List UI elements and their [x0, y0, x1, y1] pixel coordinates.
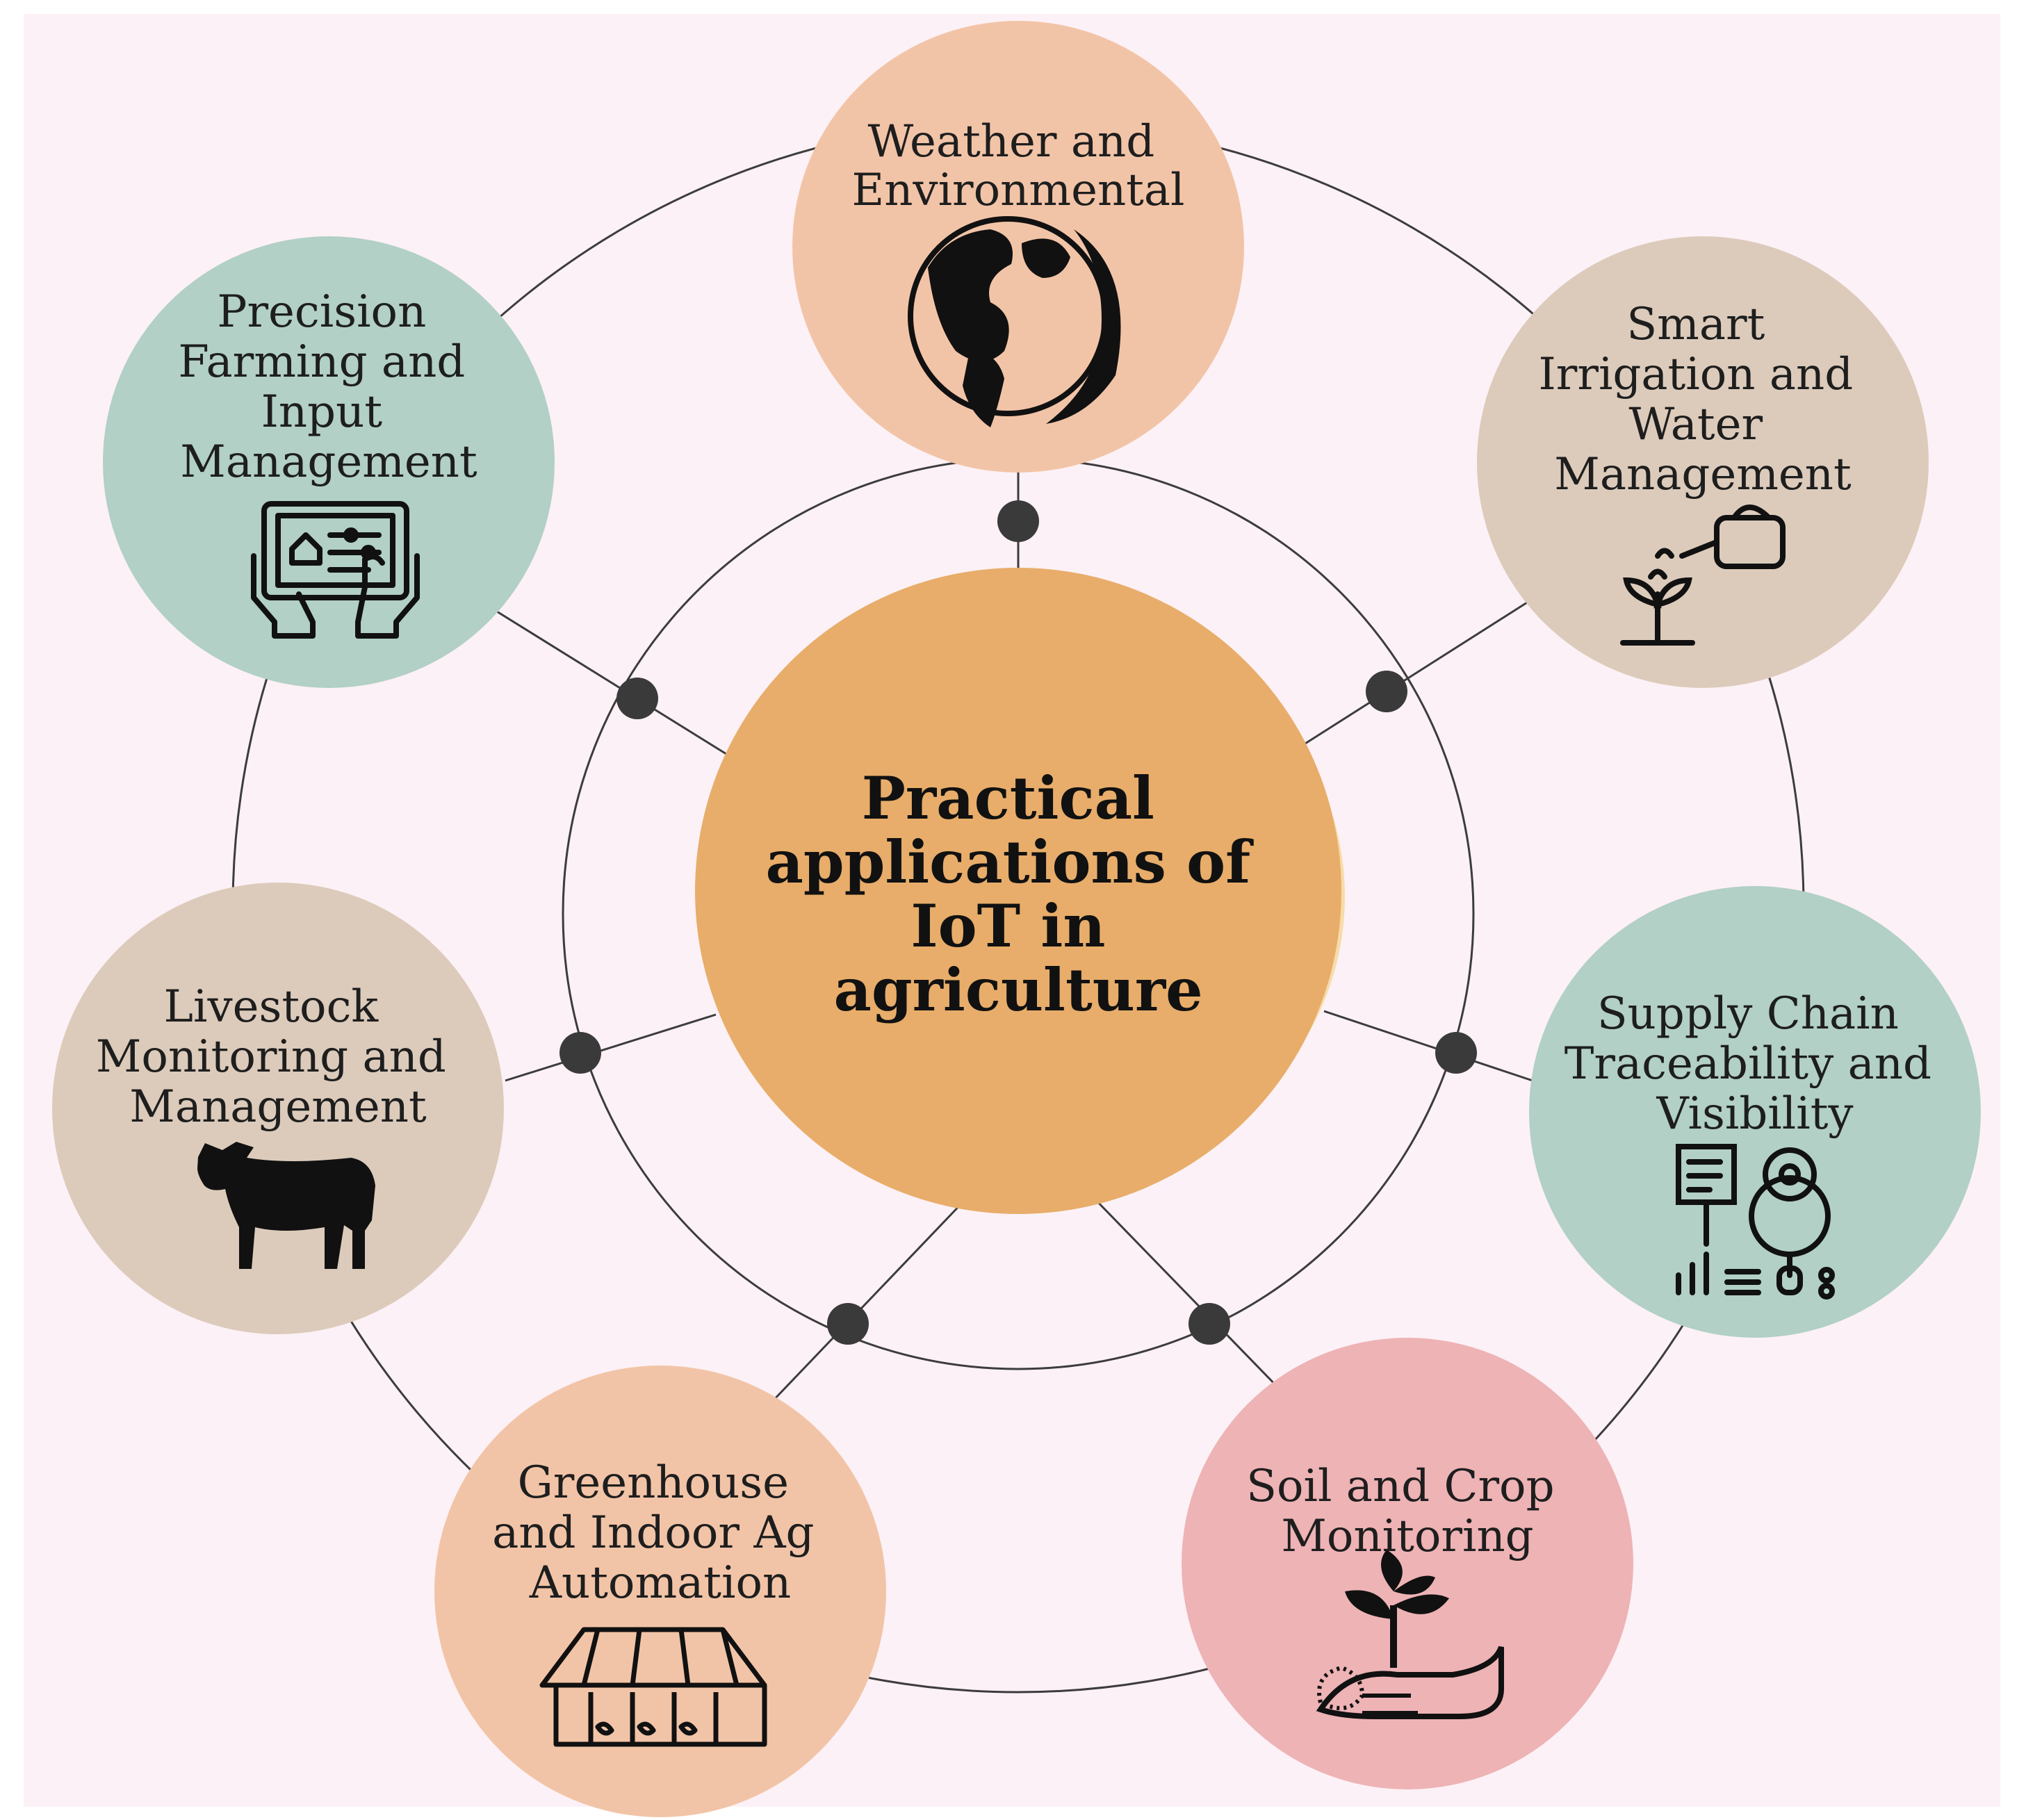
node-greenhouse: Greenhouse and Indoor Ag Automation	[434, 1366, 886, 1817]
connector-soil	[1090, 1194, 1284, 1393]
globe-leaf-icon	[908, 216, 1121, 427]
node-precision-circle	[103, 236, 555, 688]
node-supply-chain-line-1: Supply Chain	[1597, 988, 1899, 1040]
node-soil-line-1: Soil and Crop	[1246, 1461, 1554, 1512]
node-precision-label: Precision Farming and Input Management	[178, 286, 479, 488]
node-livestock-label: Livestock Monitoring and Management	[96, 981, 460, 1133]
node-supply-chain-line-3: Visibility	[1656, 1088, 1853, 1140]
connector-livestock	[505, 1013, 717, 1082]
hand-sprout-icon	[1316, 1550, 1504, 1719]
node-supply-chain-label: Supply Chain Traceability and Visibility	[1565, 988, 1946, 1140]
center-line-1: Practical	[862, 764, 1154, 833]
center-line-2: applications of	[765, 828, 1254, 896]
node-supply-chain-line-2: Traceability and	[1565, 1038, 1931, 1090]
node-greenhouse-label: Greenhouse and Indoor Ag Automation	[492, 1457, 828, 1609]
node-livestock-line-2: Monitoring and	[96, 1031, 446, 1083]
junction-dot-precision	[616, 678, 658, 719]
node-irrigation-line-4: Management	[1554, 449, 1852, 500]
node-weather-label: Weather and Environmental	[851, 116, 1184, 216]
node-soil-label: Soil and Crop Monitoring	[1246, 1461, 1569, 1562]
node-irrigation: Smart Irrigation and Water Management	[1477, 236, 1929, 688]
center-circle	[695, 568, 1341, 1214]
connector-irrigation	[1299, 598, 1533, 748]
greenhouse-icon	[539, 1627, 767, 1747]
node-greenhouse-line-1: Greenhouse	[518, 1457, 789, 1509]
dashboard-magnifier-icon	[1676, 1144, 1835, 1300]
connector-precision	[496, 610, 727, 755]
node-greenhouse-circle	[434, 1366, 886, 1817]
node-weather-circle	[792, 21, 1244, 473]
junction-dot-greenhouse	[827, 1303, 869, 1345]
connector-lines	[496, 445, 1533, 1405]
node-precision-line-4: Management	[180, 436, 477, 488]
node-supply-chain: Supply Chain Traceability and Visibility	[1529, 886, 1981, 1338]
center-title: Practical applications of IoT in agricul…	[765, 764, 1271, 1024]
node-precision-line-2: Farming and	[178, 336, 465, 388]
node-weather: Weather and Environmental	[792, 21, 1244, 473]
node-weather-line-2: Environmental	[851, 165, 1184, 216]
junction-dot-irrigation	[1366, 671, 1407, 712]
connector-greenhouse	[769, 1197, 967, 1405]
node-soil-circle	[1182, 1338, 1633, 1789]
node-irrigation-line-2: Irrigation and	[1538, 349, 1853, 400]
node-precision-line-1: Precision	[217, 286, 426, 338]
watering-can-plant-icon	[1620, 505, 1786, 646]
node-irrigation-line-1: Smart	[1626, 299, 1765, 350]
junction-dot-livestock	[559, 1032, 601, 1074]
node-weather-line-1: Weather and	[867, 116, 1154, 167]
center-line-3: IoT in	[910, 892, 1105, 960]
cow-icon	[197, 1142, 375, 1269]
node-livestock-circle	[52, 883, 504, 1334]
center-line-4: agriculture	[833, 956, 1202, 1024]
center-hub: Practical applications of IoT in agricul…	[695, 568, 1345, 1214]
junction-dot-weather	[997, 500, 1039, 542]
node-soil: Soil and Crop Monitoring	[1182, 1338, 1633, 1789]
node-supply-chain-circle	[1529, 886, 1981, 1338]
junction-dot-supply-chain	[1435, 1032, 1477, 1074]
node-precision: Precision Farming and Input Management	[103, 236, 555, 688]
node-precision-line-3: Input	[261, 386, 383, 438]
node-irrigation-circle	[1477, 236, 1929, 688]
node-livestock: Livestock Monitoring and Management	[52, 883, 504, 1334]
junction-dot-soil	[1188, 1303, 1230, 1345]
node-soil-line-2: Monitoring	[1281, 1511, 1533, 1562]
node-greenhouse-line-3: Automation	[529, 1557, 791, 1609]
node-livestock-line-1: Livestock	[163, 981, 379, 1033]
tablet-control-icon	[251, 501, 420, 639]
node-irrigation-line-3: Water	[1629, 399, 1763, 450]
junction-dots	[559, 500, 1477, 1345]
node-irrigation-label: Smart Irrigation and Water Management	[1538, 299, 1867, 500]
node-livestock-line-3: Management	[129, 1081, 427, 1133]
node-greenhouse-line-2: and Indoor Ag	[492, 1507, 814, 1559]
connector-supply-chain	[1323, 1010, 1533, 1082]
